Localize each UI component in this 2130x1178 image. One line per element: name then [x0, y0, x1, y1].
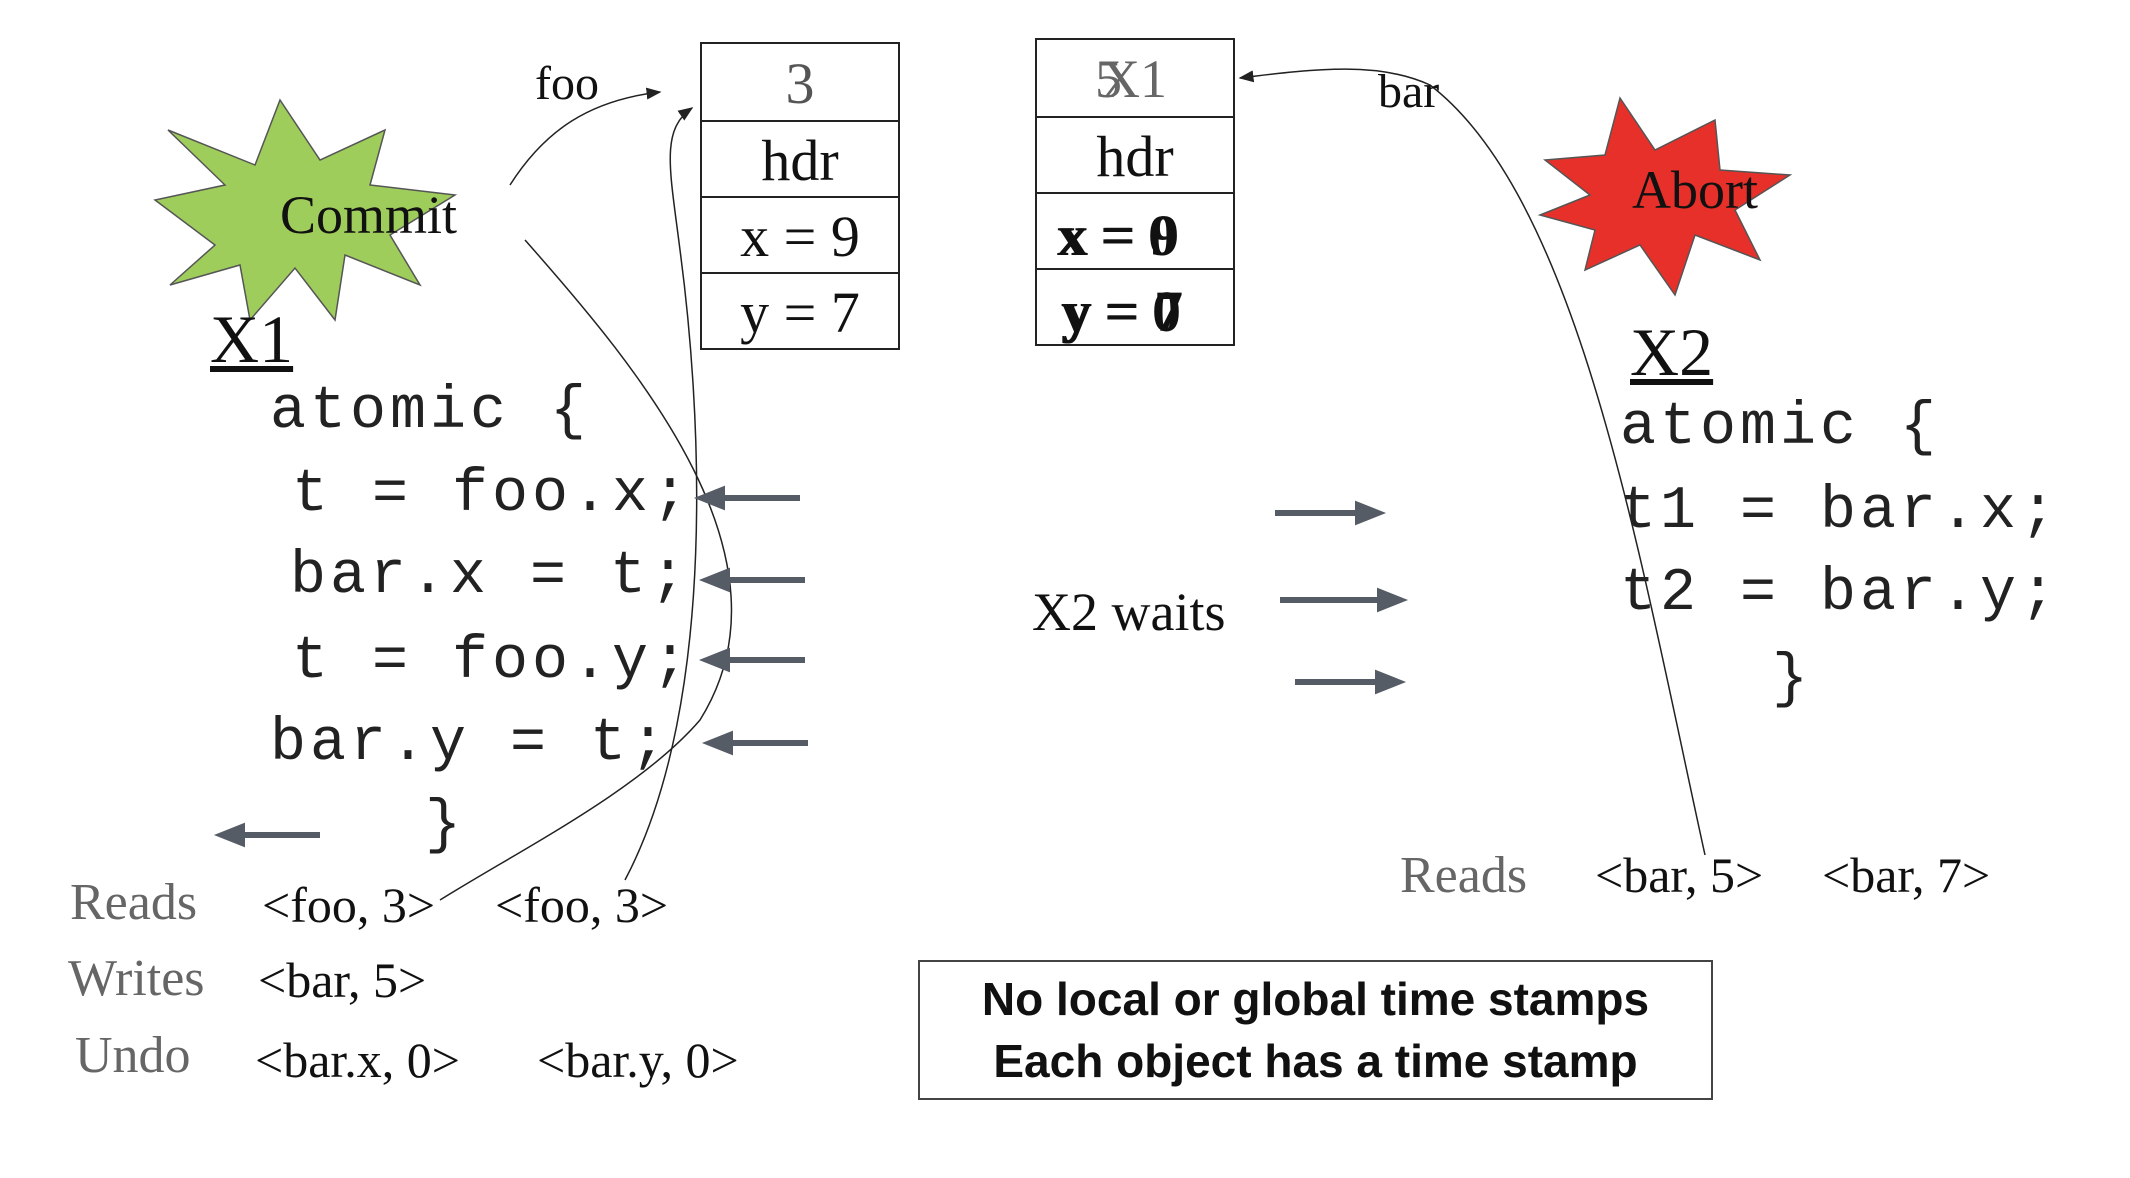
x1-step-arrows	[213, 485, 808, 848]
x1-title: X1	[210, 301, 294, 377]
x2-code-line-2: t1 = bar.x;	[1620, 478, 2061, 546]
x1-read-entry-2: <foo, 3>	[495, 877, 669, 933]
x2-code-line-4: }	[1772, 646, 1813, 714]
foo-field-y-cell: y = 7	[700, 272, 900, 350]
x1-code-line-2: t = foo.x;	[292, 461, 693, 529]
bar-timestamp-old: 5	[1095, 49, 1122, 109]
foo-label: foo	[535, 57, 599, 110]
x1-code-line-3: bar.x = t;	[290, 543, 691, 611]
x1-code-line-1: atomic {	[270, 378, 591, 446]
bar-timestamp-new: X1	[1101, 49, 1167, 109]
foo-header-cell: hdr	[700, 120, 900, 198]
x1-read-entry-1: <foo, 3>	[262, 877, 436, 933]
x1-code-line-5: bar.y = t;	[270, 710, 671, 778]
x2-read-entry-1: <bar, 5>	[1595, 847, 1764, 903]
bar-field-x-old: x = 0	[1057, 203, 1178, 268]
x1-writes-label: Writes	[68, 950, 205, 1007]
commit-burst	[153, 98, 458, 322]
abort-burst	[1537, 96, 1793, 297]
commit-label: Commit	[280, 185, 458, 245]
x1-code-line-6: }	[425, 792, 466, 860]
note-line-2: Each object has a time stamp	[993, 1035, 1638, 1087]
x1-undo-label: Undo	[75, 1027, 191, 1084]
foo-field-x-cell: x = 9	[700, 196, 900, 274]
note-line-1: No local or global time stamps	[981, 973, 1650, 1025]
x2-read-entry-2: <bar, 7>	[1822, 847, 1991, 903]
x1-code-line-4: t = foo.y;	[292, 628, 693, 696]
x1-write-entry-1: <bar, 5>	[258, 952, 427, 1008]
foo-timestamp-cell: 3	[700, 42, 900, 122]
bar-field-y-cell: y = 0 y = 7	[1035, 268, 1235, 346]
x2-code-line-3: t2 = bar.y;	[1620, 560, 2061, 628]
reads-to-foo-line	[624, 107, 698, 881]
x2-code-line-1: atomic {	[1620, 394, 1941, 462]
x1-reads-label: Reads	[70, 874, 198, 931]
x2-waits-label: X2 waits	[1032, 582, 1226, 642]
x2-title: X2	[1630, 314, 1714, 390]
x2-reads-label: Reads	[1400, 847, 1528, 904]
timestamp-note-box: No local or global time stamps Each obje…	[918, 960, 1713, 1100]
x1-undo-entry-2: <bar.y, 0>	[537, 1032, 739, 1088]
bar-header-cell: hdr	[1035, 116, 1235, 194]
foo-pointer-line	[509, 87, 662, 186]
bar-pointer-line	[1238, 68, 1706, 856]
x1-undo-entry-1: <bar.x, 0>	[255, 1032, 460, 1088]
abort-label: Abort	[1632, 160, 1758, 220]
bar-field-x-cell: x = 0 x = 9	[1035, 192, 1235, 270]
commit-to-reads-line	[439, 239, 733, 901]
bar-label: bar	[1378, 65, 1440, 118]
x2-wait-arrows	[1275, 500, 1409, 695]
bar-field-y-old: y = 0	[1061, 279, 1182, 344]
bar-timestamp-cell: 5 X1	[1035, 38, 1235, 118]
bar-field-y-new: y = 7	[1063, 279, 1184, 344]
bar-field-x-new: x = 9	[1059, 203, 1180, 268]
